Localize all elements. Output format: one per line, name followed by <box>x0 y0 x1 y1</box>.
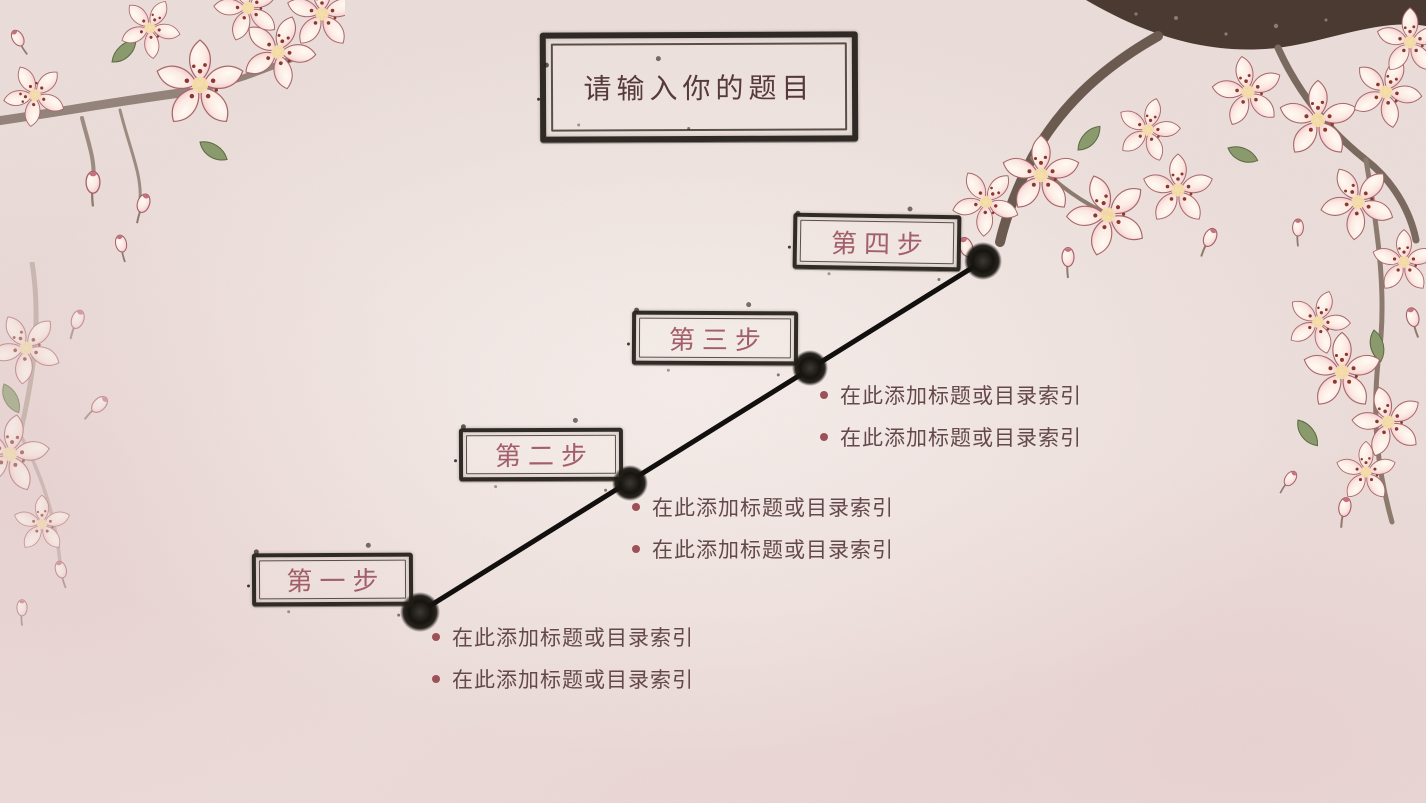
title-text: 请输入你的题目 <box>583 71 815 106</box>
bullet-item[interactable]: 在此添加标题或目录索引 <box>432 658 694 700</box>
bullet-text: 在此添加标题或目录索引 <box>652 538 894 562</box>
bullet-text: 在此添加标题或目录索引 <box>452 668 694 692</box>
bullet-item[interactable]: 在此添加标题或目录索引 <box>432 616 694 658</box>
bullet-dot-icon <box>632 545 640 553</box>
bullet-dot-icon <box>432 675 440 683</box>
blossom-branch-top-right <box>946 0 1426 530</box>
step-box-3[interactable]: 第三步 <box>631 310 799 366</box>
bullet-item[interactable]: 在此添加标题或目录索引 <box>820 374 1082 416</box>
bullet-dot-icon <box>432 633 440 641</box>
bullet-text: 在此添加标题或目录索引 <box>452 626 694 650</box>
step-label-2: 第二步 <box>494 441 595 473</box>
title-box[interactable]: 请输入你的题目 <box>539 31 859 143</box>
blossom-branch-top-left <box>0 0 345 265</box>
bullet-text: 在此添加标题或目录索引 <box>652 496 894 520</box>
step-3-bullets: 在此添加标题或目录索引 在此添加标题或目录索引 <box>820 374 1082 458</box>
bullet-text: 在此添加标题或目录索引 <box>840 426 1082 450</box>
step-box-2[interactable]: 第二步 <box>458 427 624 482</box>
step-2-bullets: 在此添加标题或目录索引 在此添加标题或目录索引 <box>632 486 894 570</box>
bullet-dot-icon <box>632 503 640 511</box>
bullet-text: 在此添加标题或目录索引 <box>840 384 1082 408</box>
bullet-item[interactable]: 在此添加标题或目录索引 <box>632 528 894 570</box>
step-label-3: 第三步 <box>668 325 769 356</box>
bullet-item[interactable]: 在此添加标题或目录索引 <box>820 416 1082 458</box>
step-label-4: 第四步 <box>830 228 931 261</box>
step-1-bullets: 在此添加标题或目录索引 在此添加标题或目录索引 <box>432 616 694 700</box>
step-box-4[interactable]: 第四步 <box>792 212 962 272</box>
timeline-node-4 <box>964 242 1002 280</box>
bullet-dot-icon <box>820 433 828 441</box>
step-box-1[interactable]: 第一步 <box>251 552 414 607</box>
bullet-item[interactable]: 在此添加标题或目录索引 <box>632 486 894 528</box>
bullet-dot-icon <box>820 391 828 399</box>
step-label-1: 第一步 <box>286 566 386 598</box>
blossom-cluster-left <box>0 262 112 627</box>
